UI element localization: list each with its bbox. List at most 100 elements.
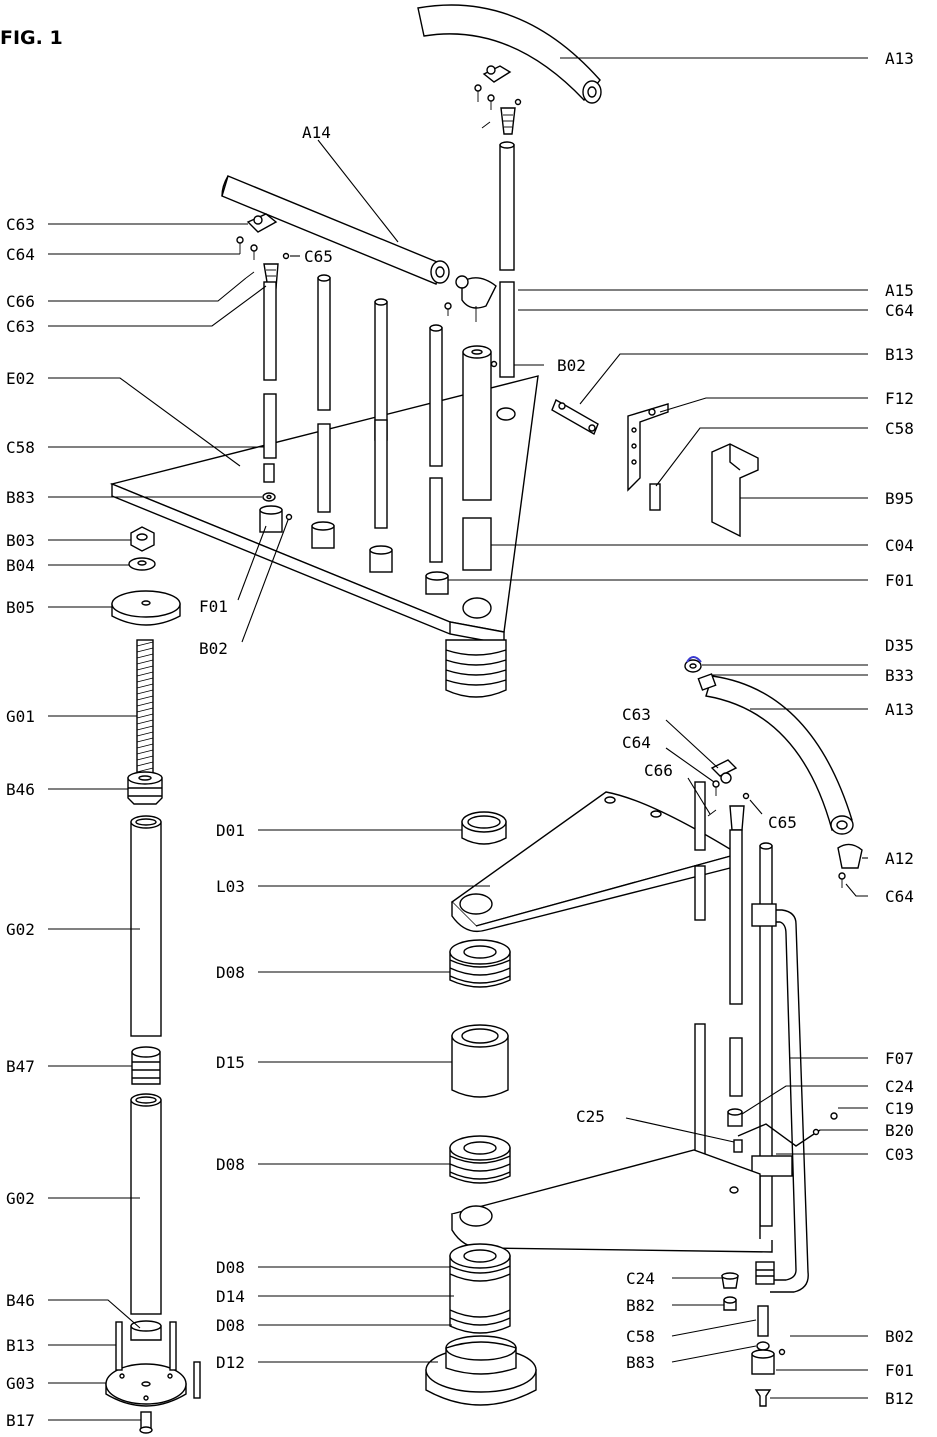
bushing-b46-bottom	[130, 1320, 162, 1341]
disk-b05	[111, 590, 181, 626]
threaded-rod-g01	[136, 639, 154, 787]
label-f07: F07	[885, 1049, 914, 1068]
label-c25: C25	[576, 1107, 605, 1126]
label-c64-c: C64	[622, 733, 651, 752]
handle-tube-a13-lower	[684, 656, 854, 835]
label-g02-b: G02	[6, 1189, 35, 1208]
nut-b03	[130, 526, 155, 552]
label-b47: B47	[6, 1057, 35, 1076]
bolt-c58-washer-b83	[262, 463, 276, 502]
base-ring-d12	[425, 1335, 537, 1406]
frame-f07	[737, 903, 821, 1293]
label-c58-c: C58	[626, 1327, 655, 1346]
label-b46-a: B46	[6, 780, 35, 799]
screw-b17	[139, 1411, 153, 1434]
figure-label: FIG. 1	[0, 27, 63, 49]
label-d08-c: D08	[216, 1258, 245, 1277]
label-c66-a: C66	[6, 292, 35, 311]
leader-lines	[48, 57, 868, 1421]
label-d12: D12	[216, 1353, 245, 1372]
clamp-bracket-top	[474, 65, 522, 135]
label-d08-a: D08	[216, 963, 245, 982]
label-d01: D01	[216, 821, 245, 840]
label-b12: B12	[885, 1389, 914, 1408]
label-b02-c: B02	[885, 1327, 914, 1346]
ring-d08-a	[449, 939, 511, 988]
label-c65-a: C65	[304, 247, 333, 266]
label-a13-b: A13	[885, 700, 914, 719]
label-c03: C03	[885, 1145, 914, 1164]
tube-g02-upper	[130, 815, 162, 1037]
label-c24-a: C24	[885, 1077, 914, 1096]
top-assembly	[105, 4, 759, 1434]
label-c66-b: C66	[644, 761, 673, 780]
clamp-bracket-lower	[707, 759, 750, 831]
label-b83-b: B83	[626, 1353, 655, 1372]
vertical-tube-upper	[499, 141, 515, 378]
label-c04: C04	[885, 536, 914, 555]
label-d08-d: D08	[216, 1316, 245, 1335]
label-b03: B03	[6, 531, 35, 550]
tube-g02-lower	[130, 1093, 162, 1315]
label-c64-a: C64	[885, 301, 914, 320]
sleeve-d15	[451, 1024, 509, 1098]
label-b46-b: B46	[6, 1291, 35, 1310]
label-l03: L03	[216, 877, 245, 896]
cap-d01	[461, 811, 507, 845]
label-c64-b: C64	[6, 245, 35, 264]
label-b13-b: B13	[6, 1336, 35, 1355]
label-c24-b: C24	[626, 1269, 655, 1288]
label-f01-a: F01	[885, 571, 914, 590]
label-c58-b: C58	[6, 438, 35, 457]
bushing-b46-top	[127, 771, 163, 805]
label-b17: B17	[6, 1411, 35, 1430]
elbow-a15	[444, 275, 497, 322]
label-g03: G03	[6, 1374, 35, 1393]
posts-on-plate	[263, 274, 498, 571]
label-a15: A15	[885, 281, 914, 300]
label-f01-c: F01	[885, 1361, 914, 1380]
clamp-bracket-left	[236, 213, 290, 289]
base-g03	[105, 1321, 201, 1407]
label-b02-b: B02	[199, 639, 228, 658]
link-b13	[551, 398, 599, 436]
label-c64-d: C64	[885, 887, 914, 906]
washer-b04	[128, 557, 156, 571]
small-fittings	[727, 1108, 838, 1153]
label-c58-a: C58	[885, 419, 914, 438]
label-b05: B05	[6, 598, 35, 617]
housing-d14	[449, 1243, 511, 1334]
label-c63-b: C63	[6, 317, 35, 336]
label-f12: F12	[885, 389, 914, 408]
label-b13-a: B13	[885, 345, 914, 364]
label-c19: C19	[885, 1099, 914, 1118]
label-a13-top: A13	[885, 49, 914, 68]
bottom-assembly	[425, 656, 863, 1407]
arm-plate-lower	[450, 1149, 773, 1253]
label-d08-b: D08	[216, 1155, 245, 1174]
label-e02: E02	[6, 369, 35, 388]
posts-lower	[694, 781, 773, 1227]
label-c65-b: C65	[768, 813, 797, 832]
tube-a14	[221, 175, 450, 285]
label-a14: A14	[302, 123, 331, 142]
label-b83-a: B83	[6, 488, 35, 507]
label-b04: B04	[6, 556, 35, 575]
bracket-f12	[627, 403, 669, 511]
knob-a12	[837, 843, 863, 888]
label-d14: D14	[216, 1287, 245, 1306]
label-b82: B82	[626, 1296, 655, 1315]
ring-d08-b	[449, 1135, 511, 1184]
label-b02-a: B02	[557, 356, 586, 375]
label-g02-a: G02	[6, 920, 35, 939]
label-a12: A12	[885, 849, 914, 868]
threaded-boss-under-plate	[445, 639, 507, 698]
label-b33: B33	[885, 666, 914, 685]
coupler-b47	[131, 1046, 161, 1085]
label-c63-a: C63	[6, 215, 35, 234]
shaft-lower-parts	[721, 1261, 786, 1407]
bracket-b95	[711, 443, 759, 538]
label-b95: B95	[885, 489, 914, 508]
handle-tube-a13-top	[417, 4, 602, 104]
